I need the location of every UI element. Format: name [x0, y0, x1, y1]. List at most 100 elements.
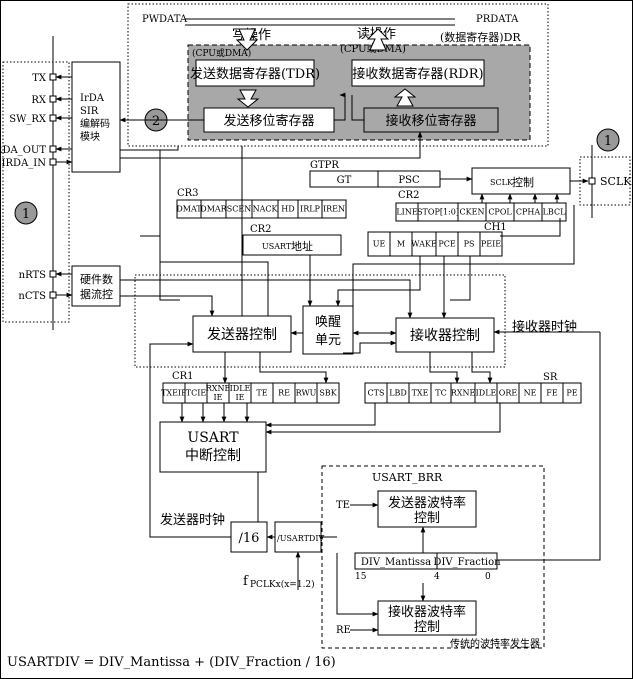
- svg-text:0: 0: [485, 572, 491, 582]
- svg-text:据流控: 据流控: [80, 287, 113, 301]
- cr3-cell-label: IRLP: [300, 205, 320, 214]
- prdata-label: PRDATA: [476, 14, 519, 25]
- cr3-cell-label: DMAR: [200, 205, 227, 214]
- cr1a-cell-label: WAKE: [411, 240, 437, 249]
- cr1b-cell-label: TE: [256, 389, 267, 398]
- cr1a-cell: [479, 231, 503, 257]
- svg-text:中断控制: 中断控制: [185, 448, 241, 464]
- cr1b-title: CR1: [172, 371, 194, 382]
- usartdiv-formula: USARTDIV = DIV_Mantissa + (DIV_Fraction …: [7, 655, 336, 670]
- svg-text:USART: USART: [187, 430, 239, 446]
- svg-text:接收器控制: 接收器控制: [410, 327, 480, 344]
- svg-text:/USARTDIV: /USARTDIV: [277, 534, 324, 543]
- svg-text:RX: RX: [31, 95, 47, 106]
- svg-text:控制: 控制: [512, 175, 534, 189]
- cr1a-cell-label: PCE: [438, 240, 456, 249]
- svg-text:单元: 单元: [315, 333, 341, 348]
- region-1-left-frame: [2, 61, 70, 323]
- cr1a-cell-label: PS: [464, 240, 475, 249]
- tdr-label: 发送数据寄存器(TDR): [190, 66, 320, 82]
- sr-cell-label: PE: [566, 389, 577, 398]
- hwflow-block: [71, 265, 121, 307]
- irda-block: [71, 61, 121, 173]
- cr1b-cell-label: TCIE: [186, 389, 207, 398]
- cr1a-cell-label: PEIE: [481, 240, 501, 249]
- svg-text:nCTS: nCTS: [18, 291, 46, 302]
- cr2a-title: CR2: [398, 190, 420, 201]
- fpclk-sub: PCLKx(x=1.2): [250, 579, 315, 590]
- svg-text:RE: RE: [336, 625, 351, 636]
- dr-label: (数据寄存器)DR: [440, 30, 521, 44]
- sr-cell-label: ORE: [499, 389, 518, 398]
- sr-cell-label: RXNE: [451, 389, 476, 398]
- sr-cell-label: TXE: [412, 389, 429, 398]
- svg-text:控制: 控制: [414, 511, 440, 526]
- cr3-cell-label: DMAT: [176, 205, 202, 214]
- cr3-cell-label: IREN: [323, 205, 345, 214]
- svg-text:IRDA_IN: IRDA_IN: [2, 158, 47, 169]
- cr3-cell: [321, 199, 347, 219]
- svg-text:15: 15: [355, 572, 367, 582]
- svg-text:1: 1: [604, 134, 612, 149]
- fpclk-label: f: [243, 574, 249, 589]
- svg-text:TX: TX: [32, 73, 47, 84]
- wakeup-unit-box: [302, 305, 354, 355]
- tx-control-box: [192, 315, 292, 353]
- brr-title: USART_BRR: [372, 471, 443, 484]
- sr-title: SR: [543, 372, 558, 383]
- svg-text:/16: /16: [239, 531, 260, 546]
- cr1a-cell-label: UE: [373, 240, 386, 249]
- cr1b-cell-label: TXEIE: [161, 389, 187, 398]
- sr-cell-label: FE: [546, 389, 558, 398]
- pin-rx: RX: [31, 95, 57, 106]
- cr3-cell-label: HD: [281, 205, 294, 214]
- svg-text:TE: TE: [336, 500, 350, 511]
- svg-text:SCLK: SCLK: [490, 178, 514, 187]
- pin-ncts: nCTS: [18, 291, 57, 302]
- sr-cell-label: IDLE: [476, 389, 497, 398]
- tx-clock-label: 发送器时钟: [160, 512, 225, 528]
- svg-text:接收器波特率: 接收器波特率: [388, 604, 466, 620]
- svg-text:4: 4: [434, 572, 440, 582]
- svg-text:DIV_Mantissa: DIV_Mantissa: [361, 557, 431, 568]
- svg-text:IRDA_OUT: IRDA_OUT: [0, 145, 46, 156]
- cr1b-cell-label: RE: [278, 389, 290, 398]
- cr1b-cell-label: IDLE: [230, 384, 251, 393]
- svg-text:PSC: PSC: [398, 175, 420, 186]
- div-fraction-box: [436, 552, 498, 570]
- cr2a-cell: [541, 202, 567, 222]
- write-sub-label: (CPU或DMA): [192, 47, 251, 59]
- svg-text:2: 2: [152, 114, 160, 129]
- pin-sw-rx: SW_RX: [9, 114, 57, 125]
- pin-irda-in: IRDA_IN: [2, 158, 57, 169]
- tx-baud-box: [377, 490, 477, 528]
- sr-cell: [562, 382, 582, 404]
- cr2a-cell-label: STOP[1:0]: [417, 208, 459, 217]
- cr2a-cell-label: LINE: [396, 208, 417, 217]
- cr2b-title: CR2: [250, 224, 272, 235]
- svg-text:地址: 地址: [291, 239, 313, 253]
- rdr-box: [351, 59, 485, 87]
- rx-shift-label: 接收移位寄存器: [385, 113, 476, 129]
- svg-text:1: 1: [22, 207, 30, 222]
- svg-text:nRTS: nRTS: [19, 270, 46, 281]
- badge-1-right: [596, 128, 620, 152]
- rx-baud-box: [377, 600, 477, 636]
- cr1b-cell-label: SBK: [319, 389, 337, 398]
- svg-text:发送器波特率: 发送器波特率: [388, 495, 466, 511]
- svg-text:发送器控制: 发送器控制: [207, 327, 277, 343]
- sclk-control-box: [471, 167, 571, 195]
- svg-text:SIR: SIR: [80, 106, 99, 117]
- tdr-box: [195, 59, 315, 87]
- svg-text:唤醒: 唤醒: [315, 315, 341, 330]
- cr2a-cell-label: CKEN: [460, 208, 485, 217]
- rx-clock-label: 接收器时钟: [512, 319, 577, 335]
- cr1b-cell-label: IE: [236, 393, 245, 402]
- brr-frame: [321, 465, 545, 649]
- region-2-frame: [127, 3, 549, 147]
- brr-caption: 传统的波特率发生器: [450, 637, 540, 650]
- interrupt-control-box: [159, 421, 267, 473]
